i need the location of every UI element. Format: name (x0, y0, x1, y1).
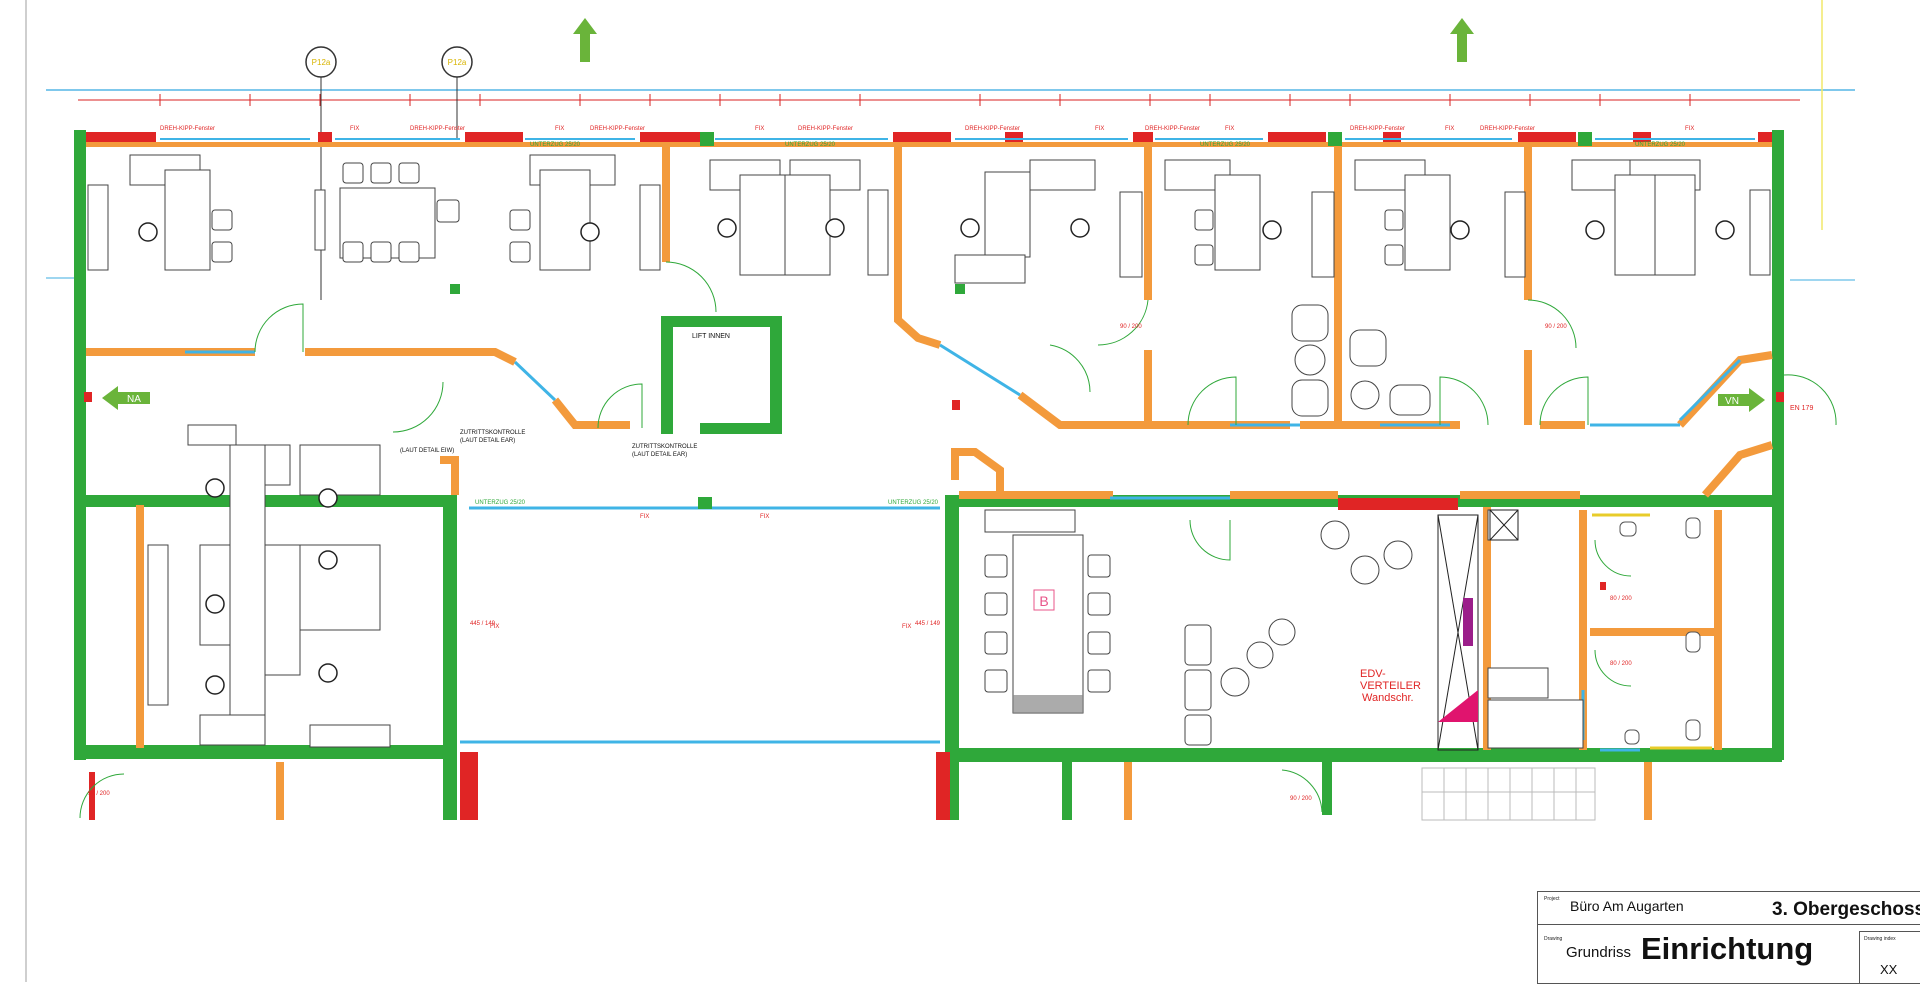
svg-text:FIX: FIX (640, 514, 649, 520)
svg-text:B: B (1039, 593, 1048, 609)
svg-text:LIFT INNEN: LIFT INNEN (692, 333, 730, 340)
wc-partitions (1592, 513, 1712, 750)
stairs (1421, 767, 1596, 821)
svg-text:DREH-KIPP-Fenster: DREH-KIPP-Fenster (965, 126, 1020, 132)
svg-text:FIX: FIX (1445, 126, 1454, 132)
svg-text:DREH-KIPP-Fenster: DREH-KIPP-Fenster (160, 126, 215, 132)
svg-text:FIX: FIX (755, 126, 764, 132)
facade-columns (74, 130, 1592, 147)
svg-text:DREH-KIPP-Fenster: DREH-KIPP-Fenster (590, 126, 645, 132)
svg-text:UNTERZUG 25/20: UNTERZUG 25/20 (888, 500, 939, 506)
project-caption: Project (1544, 896, 1560, 902)
edv-bar (1463, 598, 1473, 646)
svg-text:UNTERZUG 25/20: UNTERZUG 25/20 (785, 142, 836, 148)
svg-text:(LAUT DETAIL EIW): (LAUT DETAIL EIW) (400, 448, 454, 454)
svg-text:NA: NA (127, 394, 141, 405)
svg-text:VN: VN (1725, 396, 1739, 407)
svg-text:90 / 200: 90 / 200 (1120, 324, 1142, 330)
furniture (87, 154, 1771, 749)
svg-text:DREH-KIPP-Fenster: DREH-KIPP-Fenster (798, 126, 853, 132)
svg-text:ZUTRITTSKONTROLLE: ZUTRITTSKONTROLLE (460, 430, 525, 436)
edv-triangle (1438, 690, 1478, 722)
svg-text:DREH-KIPP-Fenster: DREH-KIPP-Fenster (1145, 126, 1200, 132)
svg-text:FIX: FIX (902, 624, 911, 630)
svg-text:FIX: FIX (490, 624, 499, 630)
svg-text:FIX: FIX (1685, 126, 1694, 132)
arrow-right-icon: VN (1718, 388, 1765, 412)
facade-top (86, 142, 1772, 147)
svg-text:445 / 149: 445 / 149 (915, 621, 941, 627)
svg-text:UNTERZUG 25/20: UNTERZUG 25/20 (475, 500, 526, 506)
svg-text:P12a: P12a (312, 58, 331, 67)
bench-hatched (1013, 695, 1083, 713)
arrow-up-icon (573, 18, 1474, 62)
dimension-ticks (159, 94, 1691, 106)
red-walls (84, 132, 1772, 820)
svg-text:FIX: FIX (1095, 126, 1104, 132)
svg-text:DREH-KIPP-Fenster: DREH-KIPP-Fenster (1350, 126, 1405, 132)
svg-text:EN 179: EN 179 (1790, 405, 1813, 412)
svg-text:DREH-KIPP-Fenster: DREH-KIPP-Fenster (410, 126, 465, 132)
svg-text:FIX: FIX (555, 126, 564, 132)
svg-text:P12a: P12a (448, 58, 467, 67)
drawing-caption: Drawing (1544, 936, 1563, 942)
title-block-row-project (1537, 891, 1920, 925)
grid-marker: P12a P12a (305, 46, 473, 300)
drawing-index: XX (1880, 962, 1898, 977)
svg-text:90 / 200: 90 / 200 (1290, 796, 1312, 802)
svg-text:EDV-: EDV- (1360, 668, 1386, 680)
svg-text:FIX: FIX (760, 514, 769, 520)
svg-text:90 / 200: 90 / 200 (1545, 324, 1567, 330)
floor-name: 3. Obergeschoss (1772, 899, 1920, 920)
svg-text:VERTEILER: VERTEILER (1360, 680, 1421, 692)
svg-text:(LAUT DETAIL EAR): (LAUT DETAIL EAR) (460, 438, 515, 444)
toilet-icon (1619, 517, 1701, 745)
svg-text:UNTERZUG 25/20: UNTERZUG 25/20 (1200, 142, 1251, 148)
column-squares (450, 284, 965, 509)
svg-text:ZUTRITTSKONTROLLE: ZUTRITTSKONTROLLE (632, 444, 697, 450)
drawing-title: Einrichtung (1641, 931, 1814, 966)
svg-text:FIX: FIX (350, 126, 359, 132)
title-block-index-cell (1859, 931, 1920, 984)
svg-text:445 / 149: 445 / 149 (470, 621, 496, 627)
index-caption: Drawing index (1864, 936, 1896, 942)
svg-text:(LAUT DETAIL EAR): (LAUT DETAIL EAR) (632, 452, 687, 458)
svg-text:DREH-KIPP-Fenster: DREH-KIPP-Fenster (1480, 126, 1535, 132)
arrow-left-icon: NA (102, 386, 150, 410)
drawing-type: Grundriss (1566, 944, 1632, 961)
svg-text:80 / 200: 80 / 200 (1610, 661, 1632, 667)
svg-text:FIX: FIX (1225, 126, 1234, 132)
svg-text:UNTERZUG 25/20: UNTERZUG 25/20 (530, 142, 581, 148)
svg-text:90 / 200: 90 / 200 (88, 791, 110, 797)
project-name: Büro Am Augarten (1570, 898, 1684, 914)
door-swings (79, 261, 1837, 819)
svg-text:UNTERZUG 25/20: UNTERZUG 25/20 (1635, 142, 1686, 148)
svg-text:Wandschr.: Wandschr. (1362, 692, 1414, 704)
outer-walls (74, 130, 1784, 820)
svg-text:80 / 200: 80 / 200 (1610, 596, 1632, 602)
plan-labels: LIFT INNEN ZUTRITTSKONTROLLE (LAUT DETAI… (88, 126, 1813, 802)
chairs (138, 218, 1735, 695)
markers (84, 392, 1784, 590)
